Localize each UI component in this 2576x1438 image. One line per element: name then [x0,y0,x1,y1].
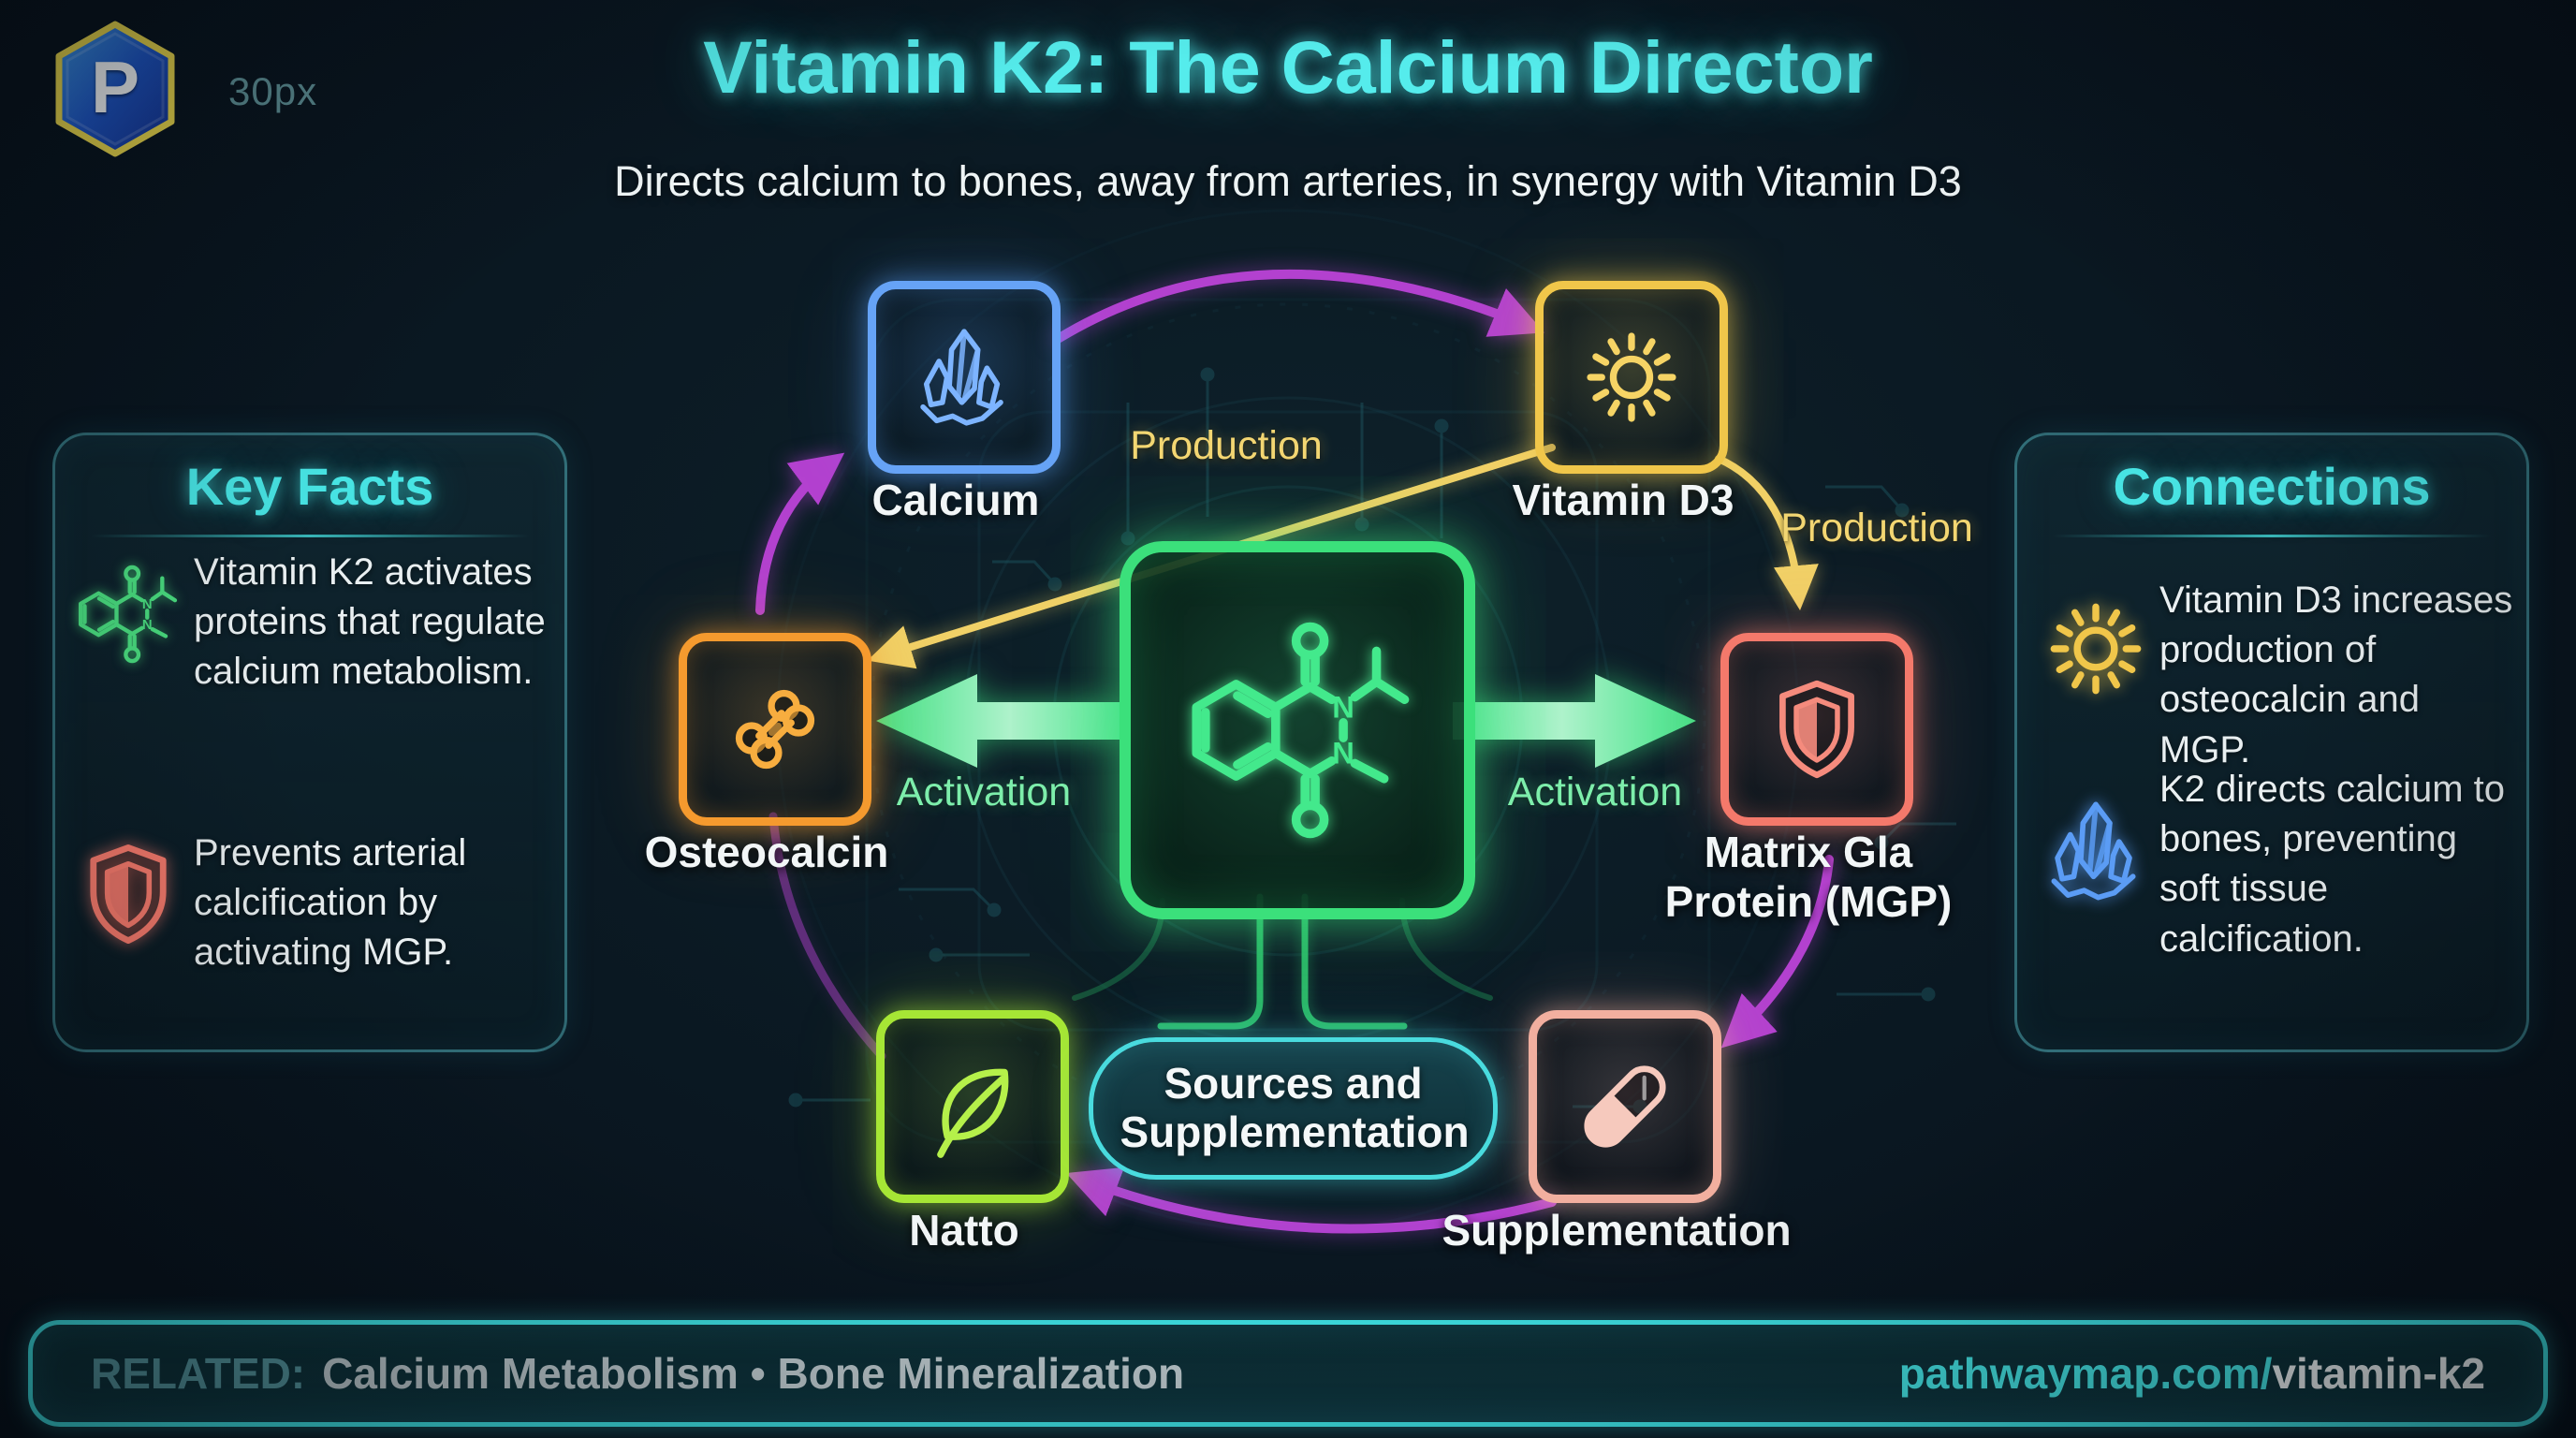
shield-icon [70,836,186,952]
node-label-natto: Natto [909,1206,1019,1255]
page-subtitle: Directs calcium to bones, away from arte… [614,157,1962,205]
sun-icon [1574,320,1689,434]
connection-text: Vitamin D3 increases production of osteo… [2159,580,2513,770]
related-items: Calcium Metabolism • Bone Mineralization [322,1349,1185,1398]
production-arrow-d3-to-mgp [1715,455,1819,610]
sun-icon [2038,591,2154,707]
node-supplementation [1529,1010,1721,1203]
shield-icon [1760,672,1874,786]
key-fact-text: Vitamin K2 activates proteins that regul… [194,551,546,693]
flow-arc-natto-to-osteocalcin [768,812,886,1061]
flow-arc-mgp-to-supplementation [1720,855,1834,1049]
related-label: RELATED: [91,1349,306,1398]
key-facts-panel: Key Facts Vitamin K2 activates proteins … [52,433,567,1052]
node-osteocalcin [679,633,871,826]
bone-icon [718,672,832,786]
footer-url[interactable]: pathwaymap.com/vitamin-k2 [1899,1348,2485,1399]
edge-label-activation-right: Activation [1507,770,1683,814]
flow-arc-osteocalcin-to-calcium [755,452,845,615]
node-label-calcium: Calcium [871,476,1040,524]
node-label-osteocalcin: Osteocalcin [644,828,889,876]
edge-label-production-top: Production [1130,423,1323,468]
node-label-vitamin-d3: Vitamin D3 [1512,476,1734,524]
brand-logo: P [55,21,175,157]
related-links: RELATED: Calcium Metabolism • Bone Minera… [91,1348,1184,1399]
edge-label-production-right: Production [1780,506,1973,550]
footer-bar: RELATED: Calcium Metabolism • Bone Minera… [28,1320,2548,1427]
flow-arc-calcium-to-d3 [1053,269,1544,344]
sources-supplementation-pill: Sources and Supplementation [1089,1037,1498,1180]
capsule-icon [1568,1049,1682,1164]
footer-url-slug: vitamin-k2 [2272,1349,2485,1398]
crystal-icon [907,320,1021,434]
pill-label: Sources and Supplementation [1120,1059,1470,1156]
activation-arrow-left [876,674,1120,768]
connections-title: Connections [2113,457,2431,516]
logo-letter: P [91,46,139,128]
logo-size-label: 30px [228,69,318,113]
node-vitamin-d3 [1535,281,1728,474]
node-matrix-gla-protein [1720,633,1913,826]
leaf-icon [915,1049,1030,1164]
activation-arrow-right [1453,674,1696,768]
edge-label-activation-left: Activation [896,770,1072,814]
flow-arc-supplementation-to-natto [1065,1167,1557,1234]
node-natto [876,1010,1069,1203]
node-calcium [868,281,1061,474]
footer-url-prefix: pathwaymap.com/ [1898,1349,2273,1398]
key-facts-title: Key Facts [185,457,434,516]
divider [2053,535,2491,537]
molecule-icon [63,553,190,675]
node-vitamin-k2-center [1120,541,1475,919]
page-title: Vitamin K2: The Calcium Director [703,25,1873,109]
molecule-icon [1157,601,1438,859]
key-fact-text: Prevents arterial calcification by activ… [194,832,467,974]
k2-to-sources-stem-right [1301,893,1408,1030]
node-label-mgp: Matrix Gla Protein (MGP) [1664,828,1953,926]
node-label-supplementation: Supplementation [1442,1206,1792,1255]
connections-panel: Connections Vitamin D3 increases product… [2014,433,2529,1052]
k2-to-sources-stem-left [1157,893,1264,1030]
crystal-icon [2038,793,2154,909]
divider [91,535,529,537]
connection-text: K2 directs calcium to bones, preventing … [2159,769,2506,960]
